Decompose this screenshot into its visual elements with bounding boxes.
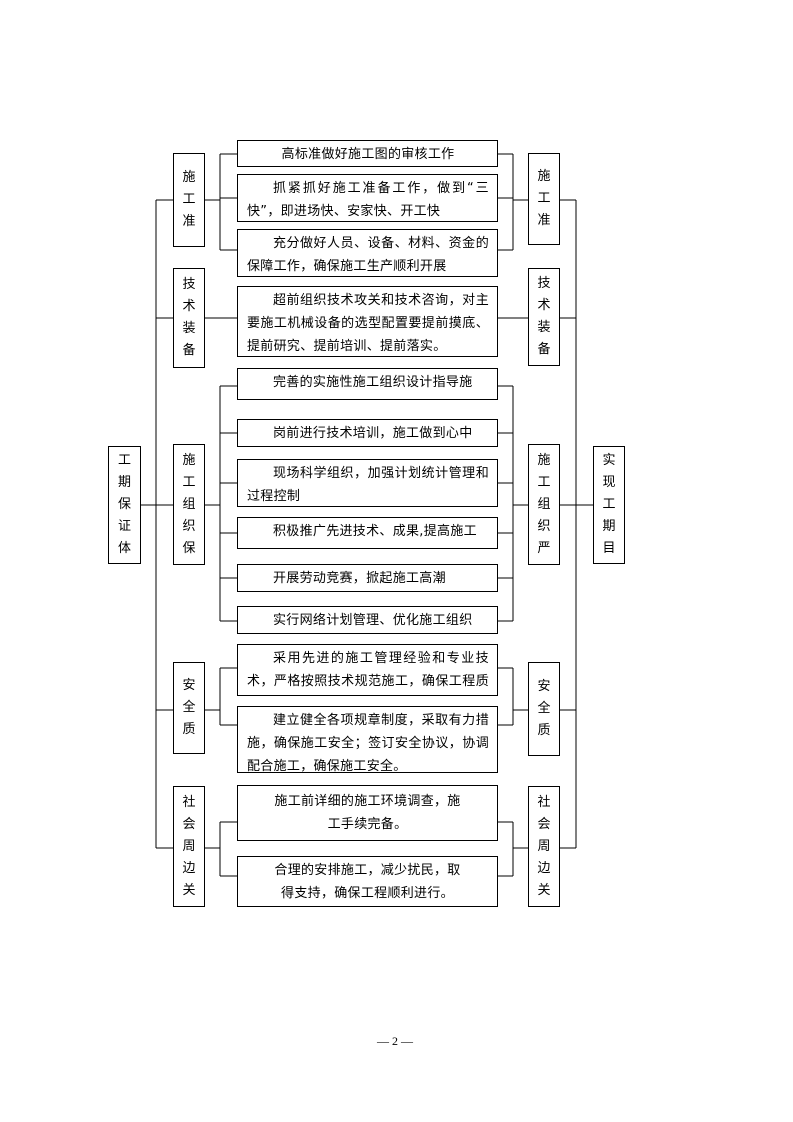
left-category-label: 社会周边关 bbox=[182, 794, 196, 898]
left-category-box: 安全质 bbox=[173, 662, 205, 754]
right-category-box: 安全质 bbox=[528, 662, 560, 756]
measure-text: 超前组织技术攻关和技术咨询，对主要施工机械设备的选型配置要提前摸底、提前研究、提… bbox=[247, 293, 489, 354]
measure-box: 抓紧抓好施工准备工作，做到“三快”，即进场快、安家快、开工快 bbox=[237, 174, 498, 222]
right-category-label: 施工组织严 bbox=[537, 452, 551, 556]
left-category-label: 施工准 bbox=[182, 170, 196, 229]
right-category-label: 社会周边关 bbox=[537, 794, 551, 898]
measure-box: 充分做好人员、设备、材料、资金的保障工作，确保施工生产顺利开展 bbox=[237, 229, 498, 277]
right-category-box: 技术装备 bbox=[528, 268, 560, 366]
measure-text: 采用先进的施工管理经验和专业技术，严格按照技术规范施工，确保工程质量 bbox=[247, 651, 489, 689]
measure-box: 积极推广先进技术、成果,提高施工 bbox=[237, 517, 498, 549]
measure-box: 实行网络计划管理、优化施工组织 bbox=[237, 606, 498, 634]
measure-box: 现场科学组织，加强计划统计管理和过程控制 bbox=[237, 459, 498, 507]
measure-text: 实行网络计划管理、优化施工组织 bbox=[273, 613, 473, 628]
left-category-box: 社会周边关 bbox=[173, 786, 205, 907]
left-category-label: 施工组织保 bbox=[182, 452, 196, 556]
measure-box: 建立健全各项规章制度，采取有力措施，确保施工安全；签订安全协议，协调配合施工，确… bbox=[237, 706, 498, 773]
left-category-box: 施工准 bbox=[173, 153, 205, 247]
measure-box: 开展劳动竞赛，掀起施工高潮 bbox=[237, 564, 498, 592]
left-category-label: 技术装备 bbox=[182, 277, 196, 358]
right-category-label: 技术装备 bbox=[537, 276, 551, 357]
page-number: — 2 — bbox=[377, 1034, 413, 1048]
right-category-label: 安全质 bbox=[537, 679, 551, 738]
measure-text: 建立健全各项规章制度，采取有力措施，确保施工安全；签订安全协议，协调配合施工，确… bbox=[247, 713, 489, 773]
right-root-label: 实现工期目 bbox=[602, 453, 616, 556]
measure-box: 高标准做好施工图的审核工作 bbox=[237, 140, 498, 167]
measure-text: 开展劳动竞赛，掀起施工高潮 bbox=[273, 571, 446, 586]
left-root-label: 工期保证体 bbox=[117, 453, 131, 556]
measure-box: 采用先进的施工管理经验和专业技术，严格按照技术规范施工，确保工程质量 bbox=[237, 644, 498, 696]
measure-box: 岗前进行技术培训，施工做到心中 bbox=[237, 419, 498, 447]
measure-text: 抓紧抓好施工准备工作，做到“三快”，即进场快、安家快、开工快 bbox=[247, 181, 489, 219]
left-root-box: 工期保证体 bbox=[108, 446, 141, 564]
measure-text: 完善的实施性施工组织设计指导施 bbox=[273, 375, 473, 390]
measure-text: 充分做好人员、设备、材料、资金的保障工作，确保施工生产顺利开展 bbox=[247, 236, 489, 274]
measure-text: 合理的安排施工，减少扰民，取得支持，确保工程顺利进行。 bbox=[274, 863, 461, 901]
measure-text: 现场科学组织，加强计划统计管理和过程控制 bbox=[247, 466, 489, 504]
measure-box: 超前组织技术攻关和技术咨询，对主要施工机械设备的选型配置要提前摸底、提前研究、提… bbox=[237, 286, 498, 357]
left-category-box: 技术装备 bbox=[173, 268, 205, 368]
measure-box: 施工前详细的施工环境调查，施工手续完备。 bbox=[237, 785, 498, 841]
left-category-label: 安全质 bbox=[182, 678, 196, 737]
measure-text: 施工前详细的施工环境调查，施工手续完备。 bbox=[274, 794, 461, 832]
measure-text: 积极推广先进技术、成果,提高施工 bbox=[273, 524, 477, 539]
left-category-box: 施工组织保 bbox=[173, 444, 205, 565]
measure-text: 岗前进行技术培训，施工做到心中 bbox=[273, 426, 473, 441]
measure-box: 完善的实施性施工组织设计指导施 bbox=[237, 368, 498, 400]
right-category-label: 施工准 bbox=[537, 169, 551, 228]
right-category-box: 社会周边关 bbox=[528, 786, 560, 907]
right-root-box: 实现工期目 bbox=[593, 446, 625, 564]
right-category-box: 施工准 bbox=[528, 153, 560, 245]
measure-text: 高标准做好施工图的审核工作 bbox=[281, 147, 455, 162]
right-category-box: 施工组织严 bbox=[528, 444, 560, 565]
measure-box: 合理的安排施工，减少扰民，取得支持，确保工程顺利进行。 bbox=[237, 856, 498, 907]
